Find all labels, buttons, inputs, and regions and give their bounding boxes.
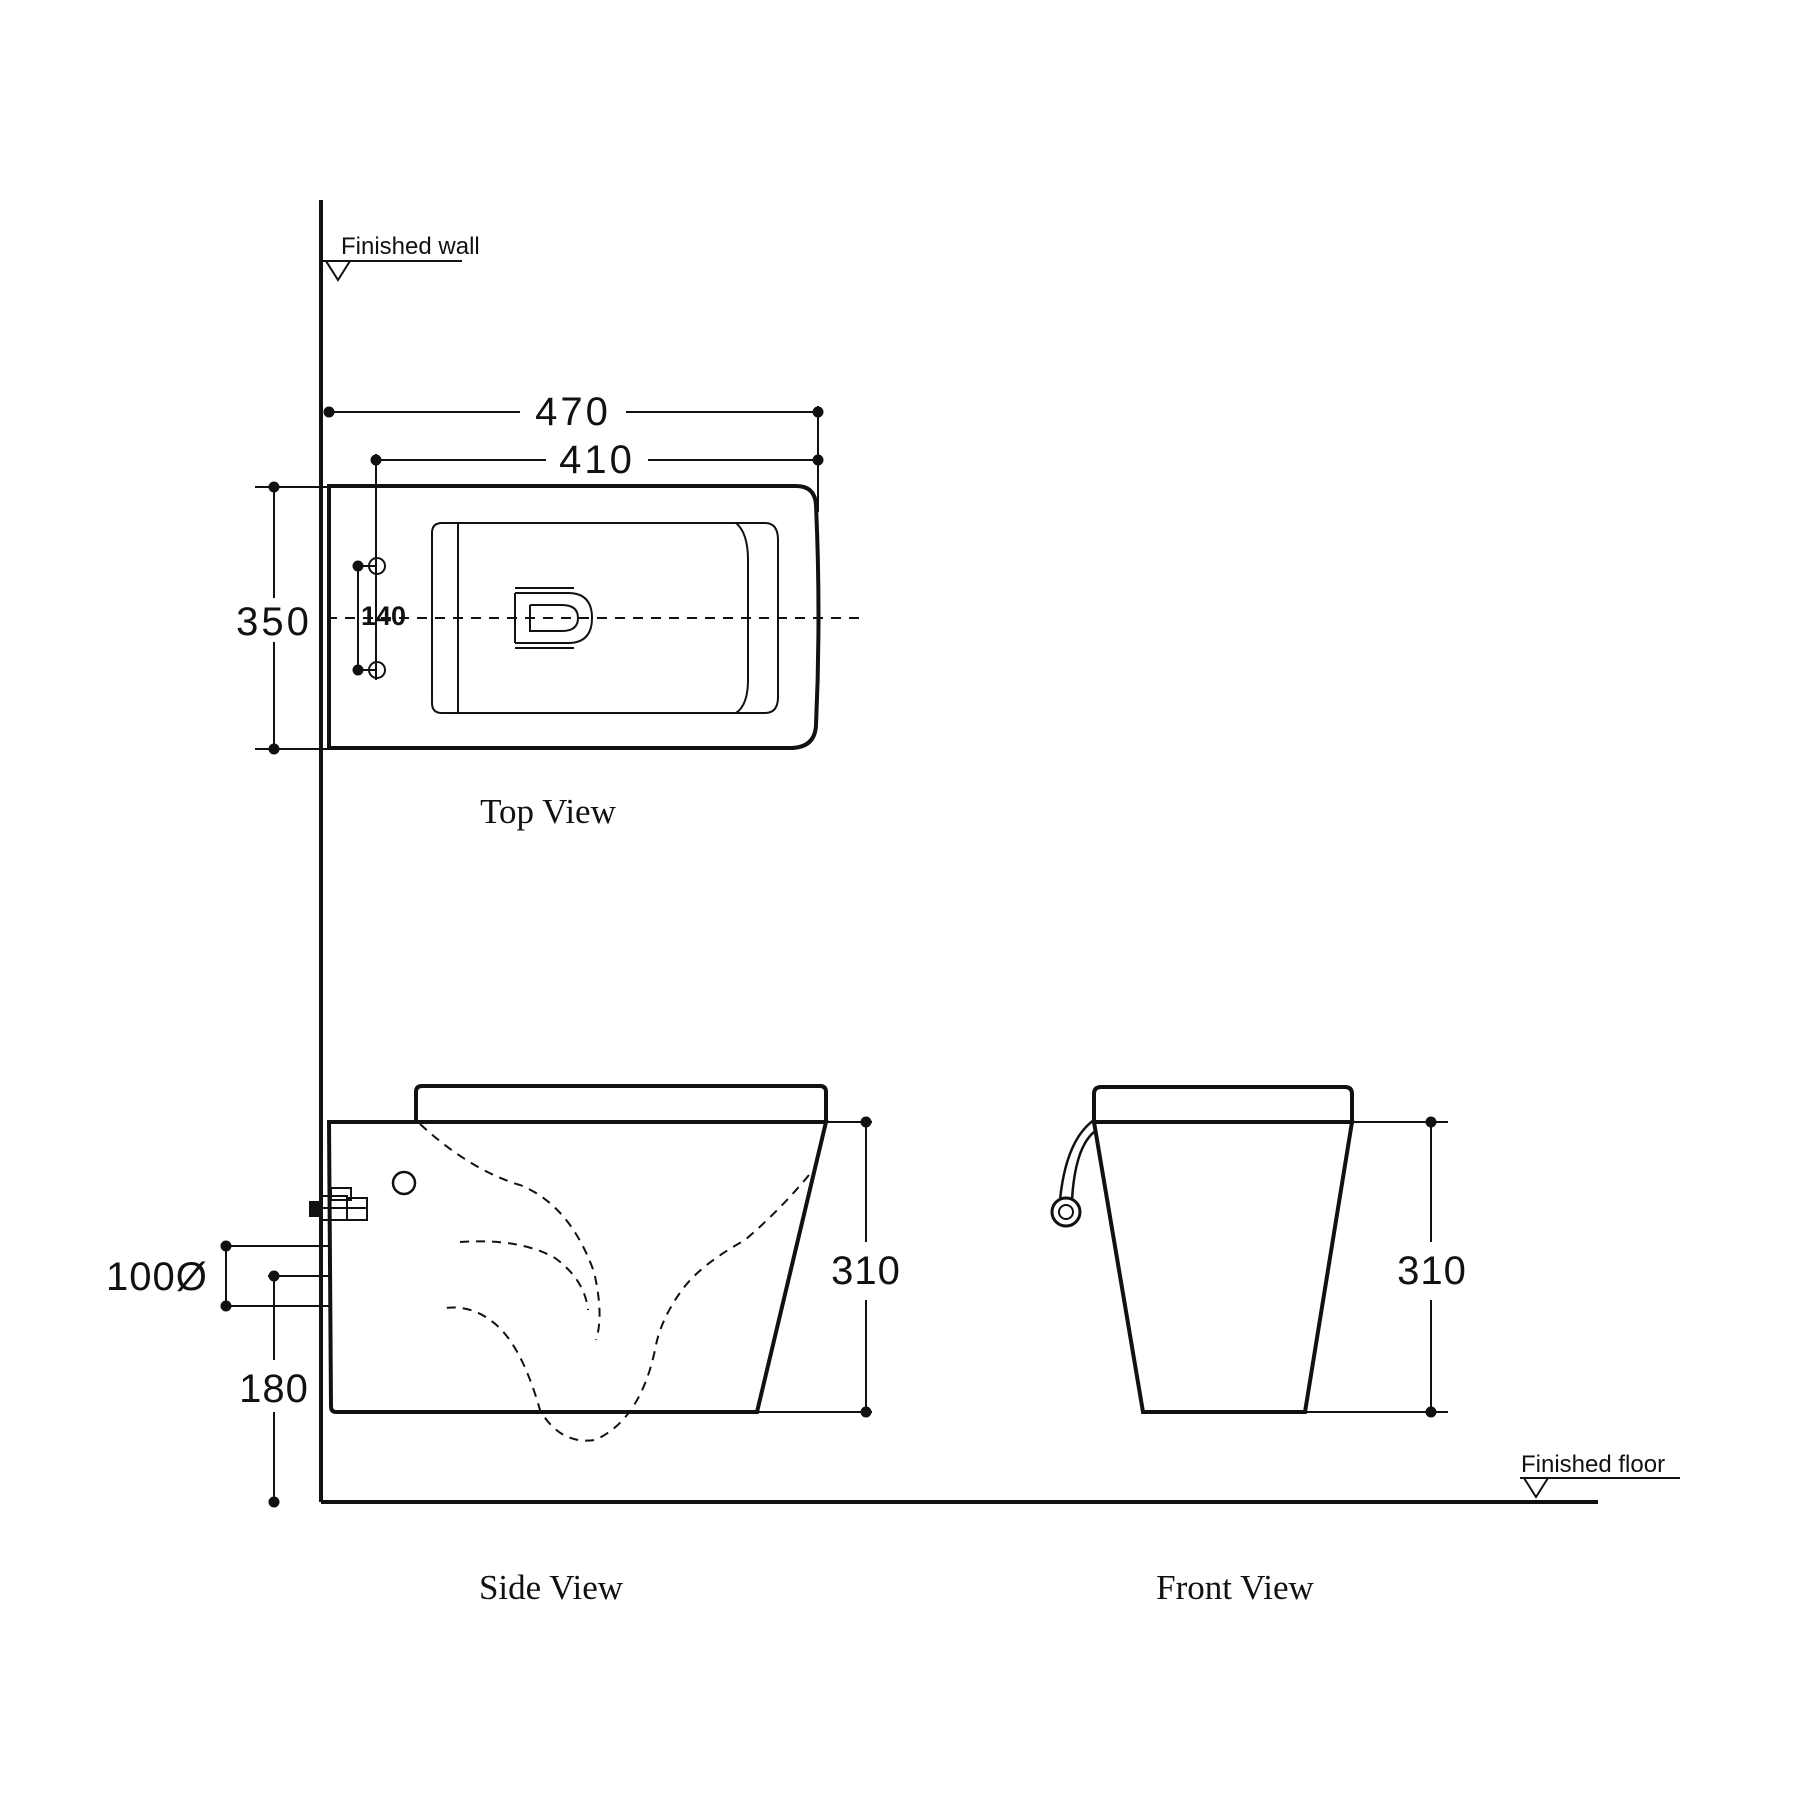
dim-dot xyxy=(1425,1406,1437,1418)
dim-top-overall-length: 470 xyxy=(535,390,611,434)
dim-side-outlet-height: 180 xyxy=(239,1367,309,1411)
top-view-drain xyxy=(514,592,594,644)
front-view-seat xyxy=(1092,1085,1354,1124)
dim-front-height: 310 xyxy=(1397,1249,1467,1293)
dim-dot xyxy=(352,560,364,572)
top-view: 140 470 410 350 Top View xyxy=(236,390,860,831)
top-view-seat xyxy=(431,522,779,714)
dim-dot xyxy=(352,664,364,676)
dim-dot xyxy=(860,1406,872,1418)
dim-top-width: 350 xyxy=(236,600,312,644)
front-view-hose-fitting-inner-icon xyxy=(1058,1204,1074,1220)
dim-dot xyxy=(220,1300,232,1312)
dim-dot xyxy=(860,1116,872,1128)
side-view-trapway-hidden xyxy=(459,1240,589,1311)
dim-dot xyxy=(268,1496,280,1508)
dim-dot xyxy=(268,743,280,755)
front-view-hose-fitting-icon xyxy=(1050,1196,1082,1228)
side-view-body xyxy=(326,1120,829,1414)
top-view-caption: Top View xyxy=(480,792,616,831)
top-view-drain-guide xyxy=(515,587,574,649)
front-view-body xyxy=(1091,1120,1355,1414)
finished-wall-reference: Finished wall xyxy=(319,200,480,1502)
dim-dot xyxy=(268,1270,280,1282)
dim-dot xyxy=(370,454,382,466)
dim-dot xyxy=(812,406,824,418)
wall-marker-triangle-icon xyxy=(324,260,352,282)
side-view-trapway-hidden xyxy=(419,1123,601,1341)
side-view-fitting-icon xyxy=(309,1187,368,1221)
front-view-caption: Front View xyxy=(1156,1568,1314,1607)
finished-floor-reference: Finished floor xyxy=(321,1451,1680,1504)
side-view-seat xyxy=(414,1084,828,1122)
side-view: 100Ø 180 310 Side View xyxy=(106,1084,901,1607)
dim-side-height: 310 xyxy=(831,1249,901,1293)
dim-dot xyxy=(812,454,824,466)
dim-top-bowl-length: 410 xyxy=(559,438,635,482)
dim-dot xyxy=(323,406,335,418)
front-view-hose xyxy=(1058,1118,1095,1201)
front-view: 310 Front View xyxy=(1050,1085,1467,1607)
finished-floor-note: Finished floor xyxy=(1521,1451,1665,1478)
dim-top-bolt-spacing: 140 xyxy=(361,601,406,631)
finished-wall-note: Finished wall xyxy=(341,233,480,260)
side-view-caption: Side View xyxy=(479,1568,624,1607)
dim-dot xyxy=(220,1240,232,1252)
top-view-outline xyxy=(327,484,821,750)
side-view-trapway-hidden xyxy=(444,1174,810,1442)
dim-dot xyxy=(1425,1116,1437,1128)
dim-dot xyxy=(268,481,280,493)
dim-side-outlet-diameter: 100Ø xyxy=(106,1255,208,1299)
side-view-inlet-icon xyxy=(391,1170,417,1196)
floor-marker-triangle-icon xyxy=(1522,1477,1550,1499)
